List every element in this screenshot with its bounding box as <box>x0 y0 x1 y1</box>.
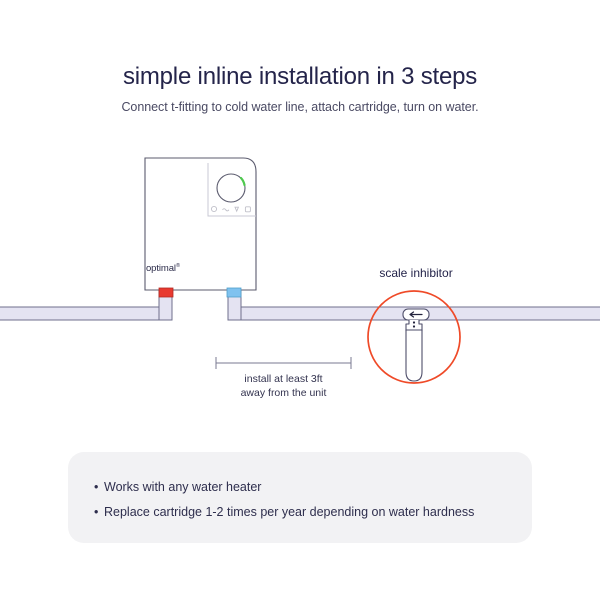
hot-water-fitting-icon <box>158 287 174 298</box>
info-card: • Works with any water heater • Replace … <box>68 452 532 543</box>
dial-status-accent-icon <box>239 176 246 187</box>
page-subtitle: Connect t-fitting to cold water line, at… <box>121 100 479 114</box>
list-item-label: Replace cartridge 1-2 times per year dep… <box>104 505 475 519</box>
scale-inhibitor-highlight-circle <box>367 290 461 384</box>
bullet-marker-icon: • <box>94 480 99 494</box>
scale-inhibitor-cartridge-icon <box>402 308 430 382</box>
control-indicator-icons <box>210 205 251 213</box>
unit-brand-logo: optimal® <box>146 263 180 274</box>
list-item: • Replace cartridge 1-2 times per year d… <box>94 503 514 521</box>
page-title: simple inline installation in 3 steps <box>122 63 478 90</box>
bullet-marker-icon: • <box>94 505 99 519</box>
list-item: • Works with any water heater <box>94 478 514 496</box>
distance-dimension-line <box>215 357 352 369</box>
dimension-annotation: install at least 3ft away from the unit <box>206 372 361 400</box>
control-dial-icon <box>216 173 246 203</box>
unit-brand-trademark: ® <box>175 263 180 269</box>
cold-water-fitting-icon <box>226 287 242 298</box>
dimension-text-line-2: away from the unit <box>240 387 327 399</box>
unit-brand-name: optimal <box>146 263 176 275</box>
scale-inhibitor-label: scale inhibitor <box>379 266 453 280</box>
info-bullet-list: • Works with any water heater • Replace … <box>94 478 514 521</box>
dimension-text-line-1: install at least 3ft <box>244 373 323 385</box>
water-heater-unit <box>144 157 257 291</box>
list-item-label: Works with any water heater <box>104 480 262 494</box>
water-pipe-left <box>0 288 173 321</box>
